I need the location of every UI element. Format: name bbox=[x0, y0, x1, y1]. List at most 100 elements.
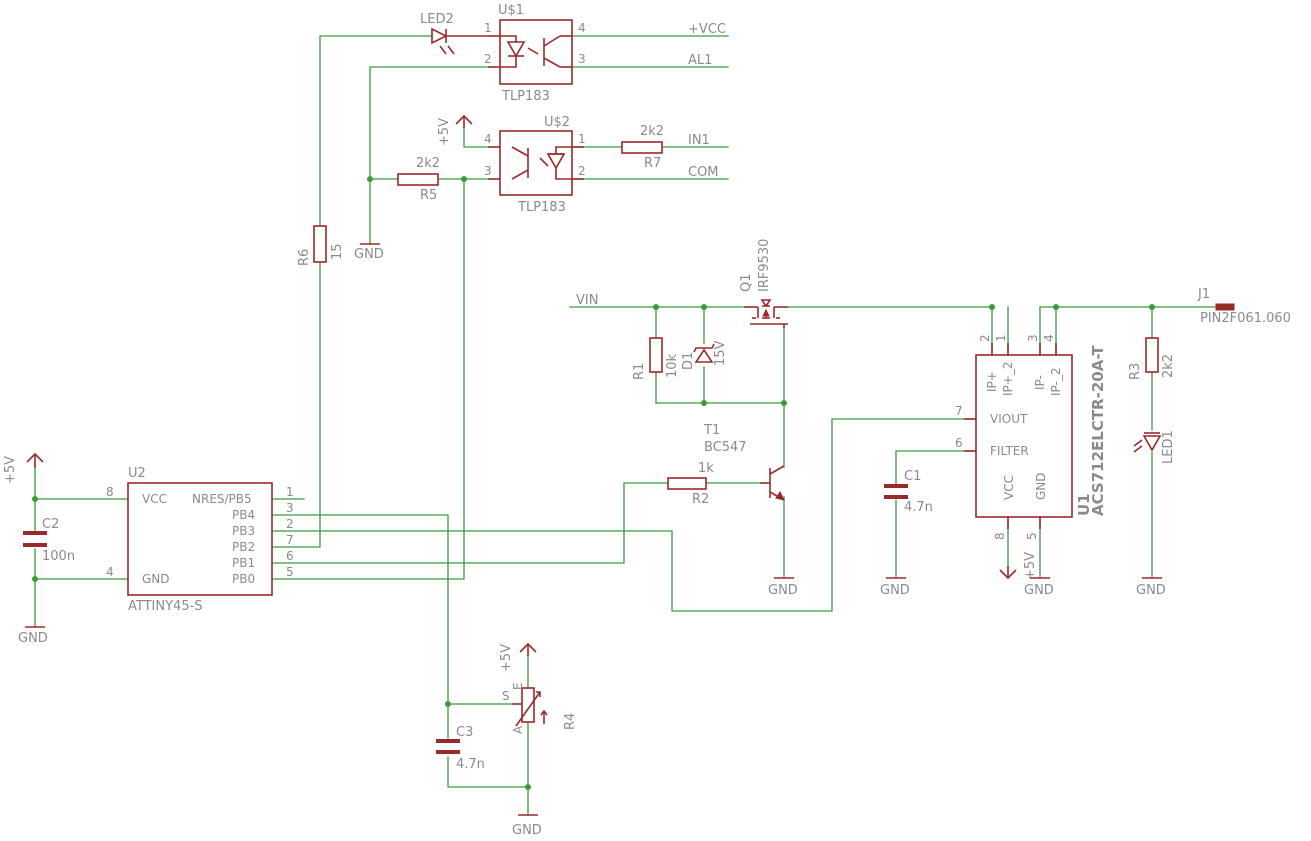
u1-acs712-symbol bbox=[975, 354, 1073, 518]
gnd-label-r4: GND bbox=[512, 823, 542, 838]
u-s2-value: TLP183 bbox=[517, 200, 566, 215]
t1-name: T1 bbox=[703, 423, 720, 438]
net-label-vcc: +VCC bbox=[688, 22, 726, 37]
r5-name: R5 bbox=[420, 188, 437, 203]
r4-pin-e: E bbox=[511, 682, 525, 690]
c1-capacitor-symbol bbox=[884, 484, 908, 499]
u-s2-pin-1: 1 bbox=[578, 132, 586, 146]
junctions bbox=[32, 176, 1155, 790]
u-s2-pin-2: 2 bbox=[578, 164, 586, 178]
net-label-al1: AL1 bbox=[688, 53, 712, 68]
supply-plus5v-u1 bbox=[999, 566, 1017, 580]
u-s2-pin-4: 4 bbox=[484, 132, 492, 146]
r4-pin-s: S bbox=[502, 689, 510, 703]
r3-name: R3 bbox=[1128, 363, 1143, 380]
u2-label-pb3: PB3 bbox=[232, 524, 255, 538]
supply-label-u-s2: +5V bbox=[437, 118, 452, 146]
u1-pin-7: 7 bbox=[955, 404, 963, 418]
net-label-com: COM bbox=[688, 165, 719, 180]
r3-value: 2k2 bbox=[1161, 354, 1176, 378]
u2-pin-8: 8 bbox=[106, 485, 114, 499]
q1-name: Q1 bbox=[739, 273, 754, 292]
net-label-in1: IN1 bbox=[688, 133, 710, 148]
led1-symbol bbox=[1133, 432, 1162, 453]
c1-value: 4.7n bbox=[904, 500, 933, 515]
r7-name: R7 bbox=[644, 156, 661, 171]
u-s2-name: U$2 bbox=[544, 115, 570, 130]
r1-symbol bbox=[649, 337, 663, 373]
supply-plus5v-r4 bbox=[519, 642, 537, 656]
u2-label-pb1: PB1 bbox=[232, 556, 255, 570]
u1-label-viout: VIOUT bbox=[990, 412, 1028, 426]
r3-symbol bbox=[1145, 337, 1159, 373]
u-s1-value: TLP183 bbox=[501, 89, 550, 104]
u1-pin-5: 5 bbox=[1025, 532, 1039, 540]
supply-label-c2: +5V bbox=[3, 456, 18, 484]
j1-value: PIN2F061.060 bbox=[1200, 311, 1291, 326]
t1-value: BC547 bbox=[704, 440, 747, 455]
led2-name: LED2 bbox=[420, 12, 454, 27]
r2-name: R2 bbox=[692, 492, 709, 507]
r2-symbol bbox=[667, 477, 707, 490]
u1-label-filter: FILTER bbox=[990, 444, 1029, 458]
r1-value: 10k bbox=[665, 353, 680, 378]
u1-pin-1: 1 bbox=[994, 334, 1008, 342]
gnd-label-r5: GND bbox=[354, 247, 384, 262]
r6-symbol bbox=[313, 225, 327, 263]
t1-transistor-symbol bbox=[760, 465, 785, 501]
u1-label-ip-plus: IP+ bbox=[985, 371, 999, 392]
u1-value: ACS712ELCTR-20A-T bbox=[1089, 345, 1107, 516]
u2-label-pb4: PB4 bbox=[232, 508, 255, 522]
r5-symbol bbox=[397, 173, 439, 186]
optocoupler-u-s2 bbox=[488, 130, 584, 196]
supply-plus5v-c2 bbox=[26, 452, 44, 468]
u1-label-ip-minus: IP- bbox=[1033, 375, 1047, 390]
u1-label-ip-plus-2: IP+_2 bbox=[1001, 362, 1015, 396]
u2-label-pb2: PB2 bbox=[232, 540, 255, 554]
r1-name: R1 bbox=[632, 363, 647, 380]
gnd-label-c1: GND bbox=[880, 583, 910, 598]
u1-label-vcc: VCC bbox=[1002, 475, 1016, 500]
u2-pin-6: 6 bbox=[286, 549, 294, 563]
c2-value: 100n bbox=[42, 549, 75, 564]
u1-pin-2: 2 bbox=[978, 334, 992, 342]
r4-pin-a: A bbox=[511, 725, 525, 734]
u1-name: U1 bbox=[1075, 493, 1093, 516]
optocoupler-u-s1 bbox=[488, 19, 573, 85]
supply-plus5v-u-s2 bbox=[455, 114, 473, 128]
u2-label-pb0: PB0 bbox=[232, 572, 255, 586]
c3-value: 4.7n bbox=[456, 757, 485, 772]
r2-value: 1k bbox=[698, 461, 714, 476]
u2-pin-2: 2 bbox=[286, 517, 294, 531]
u-s2-pin-3: 3 bbox=[484, 164, 492, 178]
u1-pin-6: 6 bbox=[955, 436, 963, 450]
u1-pin-4: 4 bbox=[1042, 334, 1056, 342]
supply-label-r4: +5V bbox=[499, 644, 514, 672]
u-s1-pin-1: 1 bbox=[484, 21, 492, 35]
u2-label-gnd: GND bbox=[142, 572, 170, 586]
net-label-vin: VIN bbox=[576, 293, 598, 308]
u2-name: U2 bbox=[128, 466, 146, 481]
d1-zener-symbol bbox=[693, 343, 715, 363]
j1-connector-symbol bbox=[1215, 303, 1235, 311]
u2-pin-1: 1 bbox=[286, 485, 294, 499]
u-s1-pin-2: 2 bbox=[484, 52, 492, 66]
u2-pin-7: 7 bbox=[286, 533, 294, 547]
d1-name: D1 bbox=[681, 352, 696, 370]
d1-value: 15V bbox=[713, 340, 728, 366]
gnd-label-c2: GND bbox=[18, 631, 48, 646]
u2-label-nres-pb5: NRES/PB5 bbox=[192, 492, 252, 506]
u-s1-name: U$1 bbox=[498, 3, 524, 18]
c3-capacitor-symbol bbox=[436, 739, 460, 754]
u-s1-pin-4: 4 bbox=[578, 21, 586, 35]
gnd-label-t1: GND bbox=[768, 583, 798, 598]
u2-attiny45-symbol bbox=[127, 482, 273, 596]
u-s1-pin-3: 3 bbox=[578, 52, 586, 66]
c2-name: C2 bbox=[42, 517, 59, 532]
u2-label-vcc: VCC bbox=[142, 492, 167, 506]
c1-name: C1 bbox=[904, 469, 921, 484]
supply-label-u1: +5V bbox=[1023, 552, 1038, 580]
r4-name: R4 bbox=[563, 713, 578, 730]
r5-value: 2k2 bbox=[416, 156, 440, 171]
